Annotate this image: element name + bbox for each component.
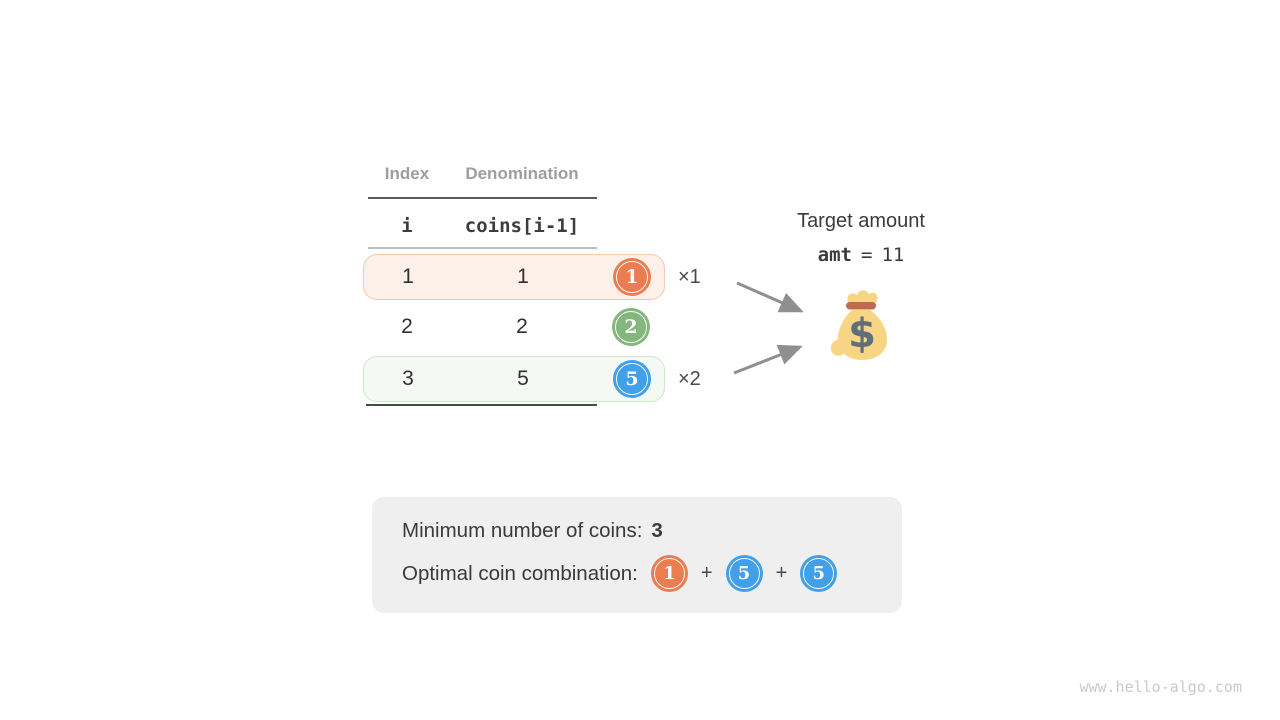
coin-5-value: 5 xyxy=(625,368,639,390)
min-coins-line: Minimum number of coins: 3 xyxy=(402,519,663,543)
table-header-rule xyxy=(368,197,597,199)
multiplier-row-3: ×2 xyxy=(678,368,701,390)
combo-coin-5b-icon: 5 xyxy=(800,555,838,592)
row-3-denomination: 5 xyxy=(517,367,529,390)
row-3-index: 3 xyxy=(402,367,414,390)
column-header-index: Index xyxy=(384,164,430,183)
coin-1-icon: 1 xyxy=(613,258,651,296)
multiplier-row-1: ×1 xyxy=(678,266,701,288)
min-coins-label: Minimum number of coins: xyxy=(402,519,643,542)
coin-2-value: 2 xyxy=(624,316,638,338)
coin-5-icon: 5 xyxy=(613,360,651,398)
dollar-sign: $ xyxy=(848,311,876,357)
arrows-to-money-bag xyxy=(733,281,804,375)
plus-sign: + xyxy=(775,562,788,584)
coin-2-icon: 2 xyxy=(612,308,650,346)
target-amount-label: Target amount xyxy=(797,210,925,232)
optimal-combo-label: Optimal coin combination: xyxy=(402,561,638,585)
target-value: 11 xyxy=(881,244,905,266)
row-1-index: 1 xyxy=(402,265,414,288)
combo-coin-5b-value: 5 xyxy=(812,563,826,584)
site-watermark: www.hello-algo.com xyxy=(1079,678,1242,696)
subheader-i: i xyxy=(401,215,413,237)
table-row-1-highlighted: 1 1 1 xyxy=(363,254,665,300)
result-panel: Minimum number of coins: 3 Optimal coin … xyxy=(372,497,902,613)
combo-coin-1-value: 1 xyxy=(663,563,676,584)
target-amount-equation: amt = 11 xyxy=(761,243,961,267)
combo-coin-5a-value: 5 xyxy=(737,563,751,584)
subheader-coins-expr: coins[i-1] xyxy=(464,215,580,237)
combo-coin-5a-icon: 5 xyxy=(725,555,763,592)
equals-sign: = xyxy=(860,244,873,266)
money-bag-icon: $ xyxy=(830,290,887,360)
table-row-2: 2 2 2 xyxy=(363,304,665,350)
row-1-denomination: 1 xyxy=(517,265,529,288)
row-2-index: 2 xyxy=(401,315,413,338)
optimal-combo-line: Optimal coin combination: 1 + 5 + 5 xyxy=(402,555,838,592)
table-row-3-highlighted: 3 5 5 xyxy=(363,356,665,402)
min-coins-value: 3 xyxy=(651,519,663,542)
combo-coin-1-icon: 1 xyxy=(650,555,688,592)
column-header-denomination: Denomination xyxy=(465,164,579,183)
plus-sign: + xyxy=(700,562,713,584)
row-2-denomination: 2 xyxy=(516,315,528,338)
target-variable: amt xyxy=(817,244,852,266)
coin-1-value: 1 xyxy=(625,266,639,288)
table-subheader-rule xyxy=(368,247,597,249)
table-bottom-rule xyxy=(366,404,597,406)
